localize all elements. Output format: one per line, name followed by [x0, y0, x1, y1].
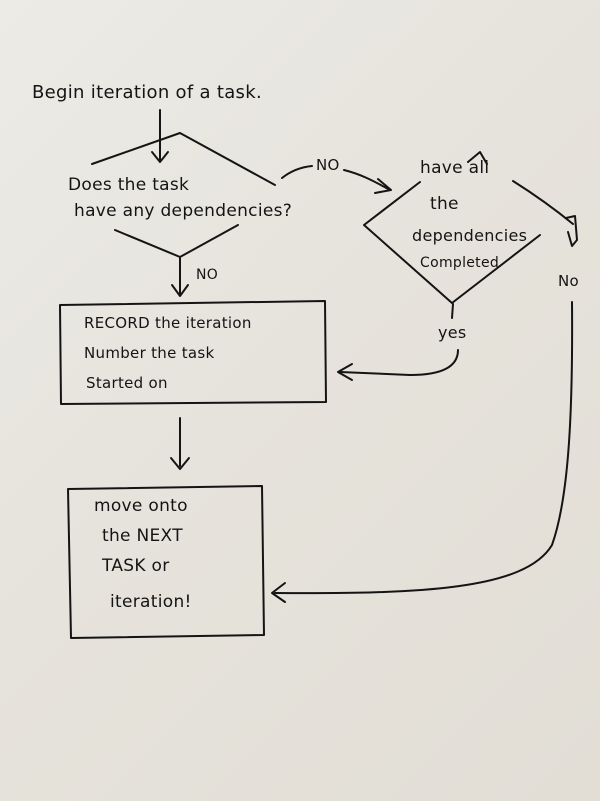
arrow-yes-to-record	[339, 303, 459, 376]
next-line2: the NEXT	[102, 526, 183, 546]
next-line4: iteration!	[110, 592, 192, 612]
arrowhead-record-to-next	[170, 457, 190, 470]
decision-dependencies-line1: Does the task	[68, 175, 190, 195]
decision-completed-line3: dependencies	[412, 226, 528, 245]
arrow-no-to-next	[274, 301, 574, 595]
completed-diamond-scribble	[565, 215, 578, 247]
decision-dependencies-diamond	[91, 132, 276, 258]
decision-completed-line4: Completed	[420, 255, 500, 271]
record-line3: Started on	[86, 374, 168, 392]
arrowhead-yes-to-record	[337, 363, 353, 381]
arrowhead-start-to-decision	[151, 151, 169, 163]
decision-completed-line2: the	[430, 194, 459, 214]
record-line1: RECORD the iteration	[84, 314, 252, 332]
record-line2: Number the task	[84, 344, 215, 362]
next-line1: move onto	[94, 496, 188, 516]
arrowhead-no-to-record	[171, 284, 189, 297]
next-line3: TASK or	[102, 556, 170, 576]
edge-label-no-to-record: NO	[196, 267, 219, 283]
arrow-no-to-completed	[281, 165, 391, 191]
arrowhead-no-to-completed	[374, 178, 392, 194]
decision-completed-diamond	[363, 151, 574, 304]
arrowhead-no-to-next	[271, 582, 286, 603]
start-label: Begin iteration of a task.	[32, 82, 262, 103]
decision-completed-line1: have all	[420, 158, 490, 178]
decision-dependencies-line2: have any dependencies?	[74, 201, 293, 221]
edge-label-no-to-completed: NO	[316, 156, 340, 174]
edge-label-yes-to-record: yes	[438, 323, 467, 342]
record-box	[59, 300, 327, 405]
edge-label-no-to-next: No	[558, 272, 579, 290]
next-box	[67, 485, 265, 639]
